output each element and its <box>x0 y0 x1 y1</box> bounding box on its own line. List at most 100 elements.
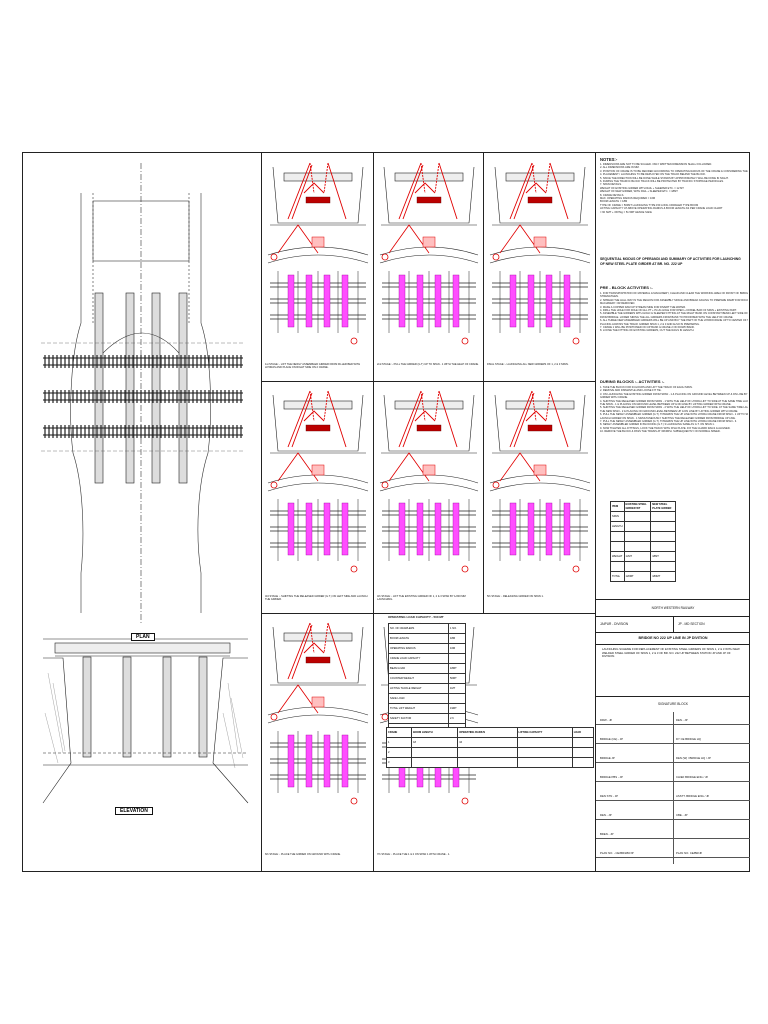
note-line: WEIGHT OF EXISTING GIRDER WITH RAIL + SL… <box>600 186 684 190</box>
stage-panel: 1st STAGE :- LIFT THE NEWLY ASSEMBLED GI… <box>261 153 374 382</box>
table-cell: 1MT <box>448 683 466 694</box>
during-block-line: 2. REMOVE AND DISMANTLE AND LOOSE FIT TI… <box>600 389 662 393</box>
table-cell <box>650 561 676 572</box>
stage-drawing <box>267 622 369 805</box>
during-block-line: 10. REMOVE THE BLOCK & PASS THE TRAINS A… <box>600 430 721 434</box>
scheme-description: LAUNCHING SCHEME FOR REPLACEMENT OF EXIS… <box>602 648 740 659</box>
stage-drawing <box>379 390 479 573</box>
table-cell: NO. OF CRAWLERS <box>387 623 450 634</box>
table-cell: 2.6 <box>448 713 466 724</box>
note-line: 7. SPAN DETAILS. <box>600 183 622 187</box>
stage-caption: 2nd STAGE :- PULL THE GIRDER (G.T) UP TO… <box>377 363 479 366</box>
during-block-title: DURING BLOCKS :- ACTIVITIES :- <box>600 379 665 384</box>
notes-title: NOTES:- <box>600 157 618 162</box>
table-row: CRANE LOAD CAPACITY <box>387 653 466 664</box>
signature-block-title: SIGNATURE BLOCK <box>657 702 689 706</box>
during-block-line: THE NEW SPAN - 2 & PLACING ON GROUND LEV… <box>600 409 739 413</box>
table-row <box>610 561 676 572</box>
table-cell <box>650 511 676 522</box>
stage-caption: 6th STAGE :- PLACE THE GIRDER ON GROUND … <box>265 853 341 856</box>
table-cell: BOOM LENGTH <box>387 633 450 644</box>
table-cell: 18M <box>448 633 466 644</box>
table-cell: 50MT <box>448 673 466 684</box>
stage-drawing <box>379 162 479 345</box>
table-header-cell: ITEM <box>610 501 625 512</box>
table-cell: 1 <box>385 737 413 748</box>
table-cell <box>623 521 652 532</box>
table-row: SPAN <box>610 511 676 522</box>
table-cell: COUNTER WEIGHT <box>387 673 450 684</box>
stage-caption: 3rd STAGE :- SHIFTING THE RELEASED GIRDE… <box>265 595 368 602</box>
table-cell <box>516 747 573 758</box>
stage-panel: FINAL STAGE :- LAUNCHING ALL NEW GIRDERS… <box>483 153 596 382</box>
note-line: BOOM LENGTH = 18M <box>600 200 628 204</box>
note-line: TYPE OF CRANE = 500MT LAUNCHING TYPE 150… <box>600 203 699 207</box>
during-block-line: LAUNCH GIRDER ON SPAN - 1 SIMULTANEOUSLY… <box>600 416 736 420</box>
plan-label: PLAN <box>131 633 155 641</box>
table-cell: CRANE LOAD CAPACITY <box>387 653 450 664</box>
section-name: JP - MD SECTION <box>678 622 705 626</box>
table-cell <box>610 531 625 542</box>
table-cell <box>610 541 625 552</box>
table-cell <box>516 737 573 748</box>
table-cell: OPERATING RADIUS <box>387 643 450 654</box>
stage-panel: 3rd STAGE :- SHIFTING THE RELEASED GIRDE… <box>261 381 374 614</box>
table-cell: WEIGHT <box>610 551 625 562</box>
signatory: BRIDGE JP <box>600 756 615 760</box>
table-cell: LENGTH <box>610 521 625 532</box>
signatory: BRIDGE PBS - JP <box>600 775 623 779</box>
table-cell <box>571 757 595 768</box>
during-block-line: GIRDER WITH CRANE. <box>600 396 628 400</box>
pre-block-line: 7. CRANE 1 WILL BE POSITIONED ON UP BANK… <box>600 326 695 330</box>
table-header-cell: NEW STEEL PLATE GIRDER <box>650 501 676 512</box>
table-header-cell: EXISTING STEEL GIRDER WT <box>623 501 652 512</box>
signatory: DY CE BRIDGE HQ <box>676 737 701 741</box>
table-cell: 16 <box>457 737 518 748</box>
pre-block-line: 2. SPREAD THE HALL WAY IN THE REGION FOR… <box>600 298 748 302</box>
table-cell: 18MT <box>650 551 676 562</box>
stage-panel: 5th STAGE :- RELEASING GIRDER ON SPAN 1. <box>483 381 596 614</box>
table-cell: 1 NO. <box>448 623 466 634</box>
stage-panel: 6th STAGE :- PLACE THE GIRDER ON GROUND … <box>261 613 374 872</box>
pre-block-line: PLACING ACROSS THE TRACK GIRDER SPAN 1, … <box>600 322 700 326</box>
stage-caption: 1st STAGE :- LIFT THE NEWLY ASSEMBLED GI… <box>265 363 361 370</box>
table-cell <box>623 541 652 552</box>
table-cell: TOTAL LIFT WEIGHT <box>387 703 450 714</box>
stage-caption: 7th STAGE :- PLACE THE 1 & 2 ON SPAN 1 W… <box>377 853 451 856</box>
signatory: DEN - JP <box>600 813 612 817</box>
stage-panel: 4th STAGE :- LIFT THE EXISTING GIRDER OF… <box>373 381 484 614</box>
note-line: MAX. OPERATING RADIUS REQUIRED = 16M <box>600 197 656 201</box>
table-cell: 2 <box>385 747 413 758</box>
table-row: LENGTH <box>610 521 676 532</box>
table-cell: 16M <box>448 643 466 654</box>
table-cell: BEAM LOAD <box>387 663 450 674</box>
table-cell: SAFETY FACTOR <box>387 713 450 724</box>
pre-block-line: FROM BRIDGE. LOWER SIDING THE ALL GIRDER… <box>600 315 734 319</box>
pre-block-title: PRE - BLOCK ACTIVITIES :- <box>600 285 653 290</box>
pre-block-line: 3. MAKE A COPPER DAM UP STREAM SIDE FOR … <box>600 305 686 309</box>
signatory: DEN (W) / BRIDGE HQ / JP <box>676 756 711 760</box>
table-cell: TOTAL <box>610 571 625 582</box>
table-cell: LIFTING TACKLE WEIGHT <box>387 683 450 694</box>
during-block-line: 4. SHIFTING THE RELEASED GIRDER FROM SPA… <box>600 399 748 403</box>
table-cell <box>623 561 652 572</box>
table-row <box>610 541 676 552</box>
stage-drawing <box>267 390 369 573</box>
note-line: 1. DIMENSIONS ARE NOT TO BE SCALED. ONLY… <box>600 163 712 166</box>
stage-caption: FINAL STAGE :- LAUNCHING ALL NEW GIRDERS… <box>487 363 569 366</box>
pre-block-line: MACHINERY. OR REMOVED. <box>600 302 636 306</box>
crane-table-title: OPERATING LOAD CAPACITY - 500 MT <box>388 615 444 619</box>
note-line: LIFTING CAPACITY AT ABOVE OPERATING RADI… <box>600 207 723 211</box>
during-block-line: 3. ON LAUNCHING THE EXISTING GIRDER FROM… <box>600 392 748 396</box>
signatory: BRIDGE (CE) - JP <box>600 737 623 741</box>
signatory: PLAN NO. CE/BR/JP <box>676 851 703 855</box>
